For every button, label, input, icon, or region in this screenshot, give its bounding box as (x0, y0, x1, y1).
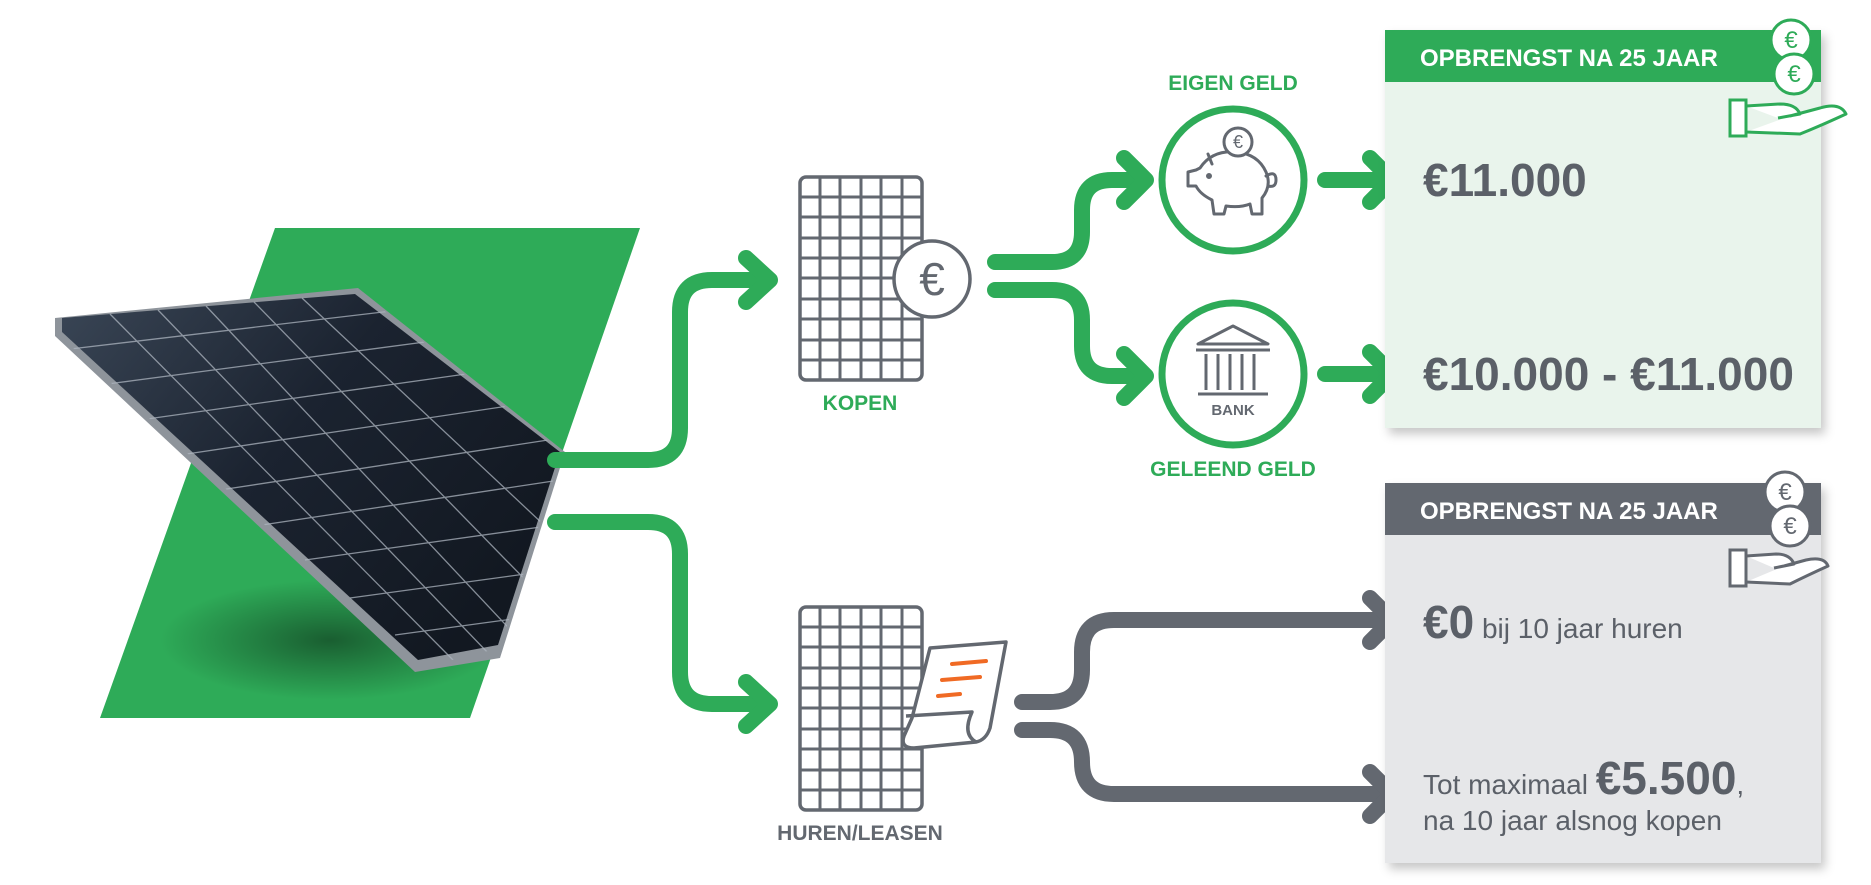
arrow-head-icon (738, 674, 778, 734)
geleend-geld-label: GELEEND GELD (1150, 458, 1316, 481)
result-box-buy-background (1385, 30, 1821, 428)
eigen-geld-label: EIGEN GELD (1168, 72, 1298, 95)
result-amount-own-money: €11.000 (1423, 154, 1587, 206)
piggy-coin-euro: € (1233, 132, 1243, 152)
result-line-buy-after-10-years: na 10 jaar alsnog kopen (1423, 805, 1722, 836)
kopen-to-geleend-line (987, 282, 1138, 384)
svg-text:€: € (1778, 479, 1792, 506)
arrow-head-icon (738, 250, 778, 310)
solar-panel-cell-grid (61, 297, 561, 663)
solar-panel-illustration (55, 228, 640, 718)
huren-to-zero-line (1014, 612, 1386, 710)
kopen-label: KOPEN (823, 392, 898, 415)
result-box-buy: OPBRENGST NA 25 JAAR €11.000 €10.000 - €… (1385, 30, 1821, 428)
huren-leasen-label: HUREN/LEASEN (777, 822, 943, 845)
piggy-bank-icon (1186, 126, 1278, 216)
result-box-buy-header (1385, 30, 1821, 82)
svg-text:€: € (1784, 27, 1798, 54)
huren-to-buy-later-line (1014, 722, 1386, 802)
arrow-head-icon (1116, 346, 1154, 406)
hand-with-coins-icon: € € (1728, 470, 1830, 588)
eigen-geld-circle (1158, 105, 1308, 255)
svg-text:€: € (1787, 61, 1801, 88)
svg-text:€: € (1783, 513, 1797, 540)
bank-label: BANK (1211, 402, 1254, 419)
result-box-lease-title: OPBRENGST NA 25 JAAR (1420, 498, 1718, 525)
solar-panel-surface (62, 294, 560, 660)
result-box-lease-header (1385, 483, 1821, 535)
result-amount-borrowed-money: €10.000 - €11.000 (1423, 348, 1794, 400)
panel-to-huren-line (547, 514, 760, 712)
panel-to-kopen-line (547, 272, 760, 468)
result-line-max-amount: Tot maximaal €5.500, (1423, 752, 1744, 804)
svg-text:€: € (919, 253, 945, 305)
bank-building-icon (1196, 324, 1270, 396)
result-box-lease: OPBRENGST NA 25 JAAR €0 bij 10 jaar hure… (1385, 483, 1821, 863)
huren-panel-icon (798, 605, 924, 812)
kopen-panel-icon (798, 175, 924, 382)
result-box-lease-background (1385, 483, 1821, 863)
green-flow-lines (547, 172, 1386, 712)
gray-flow-lines (1014, 590, 1400, 824)
kopen-to-eigen-line (987, 172, 1138, 270)
geleend-geld-circle (1158, 299, 1308, 449)
contract-document-icon (901, 640, 1008, 750)
arrow-head-icon (1116, 150, 1154, 210)
result-line-rent-10-years: €0 bij 10 jaar huren (1423, 596, 1683, 648)
green-arrowheads (738, 150, 1400, 734)
result-box-buy-title: OPBRENGST NA 25 JAAR (1420, 45, 1718, 72)
euro-coin-icon: € (892, 239, 972, 319)
hand-with-coins-icon: € € (1728, 18, 1848, 138)
